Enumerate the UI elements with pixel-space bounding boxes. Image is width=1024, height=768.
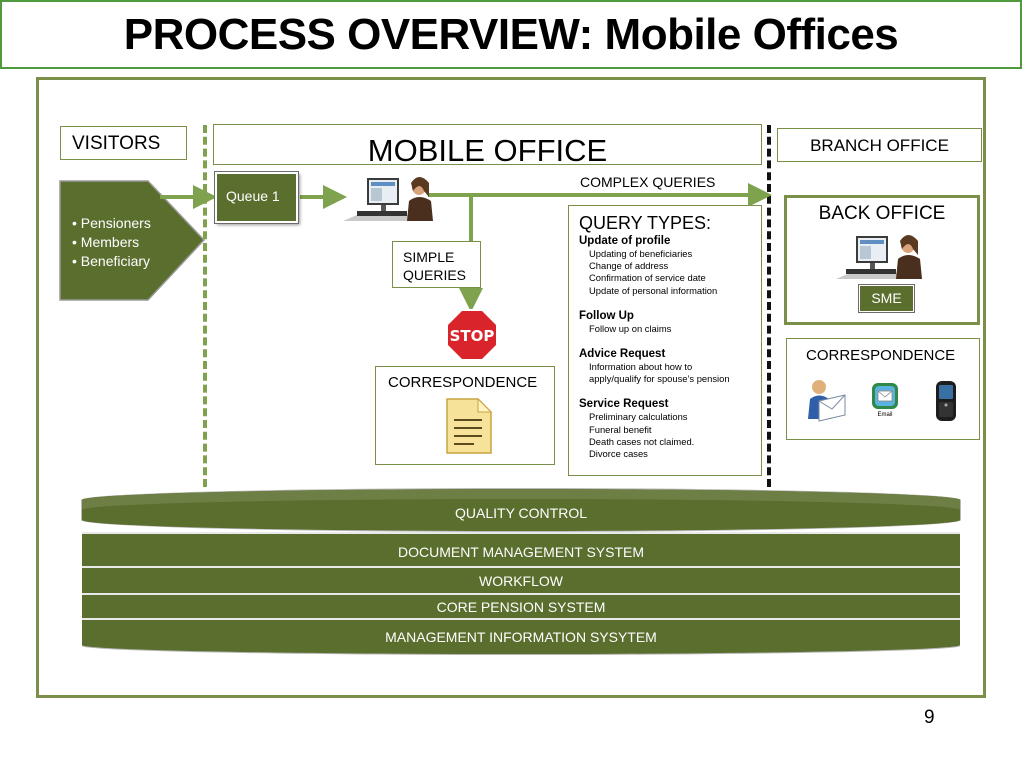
email-icon-label: Email: [877, 412, 893, 418]
title-box: PROCESS OVERVIEW: Mobile Offices: [0, 0, 1022, 69]
visitors-label: VISITORS: [60, 126, 187, 160]
layer-core-pension-system: CORE PENSION SYSTEM: [82, 593, 960, 618]
simple-queries-line1: SIMPLE: [403, 249, 455, 265]
visitor-item-members: • Members: [72, 234, 140, 250]
complex-queries-label: COMPLEX QUERIES: [580, 174, 716, 190]
query-group-heading: Service Request: [579, 398, 669, 411]
query-item: Death cases not claimed.: [589, 435, 695, 447]
visitor-types-list: • Pensioners • Members • Beneficiary: [72, 214, 151, 271]
branch-office-label: BRANCH OFFICE: [777, 128, 982, 162]
query-item: Preliminary calculations: [589, 411, 688, 423]
layer-label: CORE PENSION SYSTEM: [436, 599, 606, 615]
query-item: Confirmation of service date: [589, 272, 706, 284]
query-group-heading: Follow Up: [579, 309, 634, 322]
visitor-item-pensioners: • Pensioners: [72, 215, 151, 231]
layer-label: DOCUMENT MANAGEMENT SYSTEM: [397, 544, 645, 560]
simple-queries-line2: QUERIES: [403, 267, 467, 283]
query-item: Follow up on claims: [589, 322, 672, 334]
query-item: Information about how to: [589, 361, 693, 373]
simple-queries-box: SIMPLE QUERIES: [392, 241, 481, 288]
mail-person-icon: [808, 380, 846, 422]
page-title: PROCESS OVERVIEW: Mobile Offices: [123, 10, 899, 59]
layer-label: MANAGEMENT INFORMATION SYSYTEM: [385, 629, 657, 645]
query-item: Change of address: [589, 260, 669, 272]
sme-badge: SME: [859, 285, 914, 312]
branch-correspondence-label: CORRESPONDENCE: [806, 347, 956, 364]
visitors-pentagon-arrow: [59, 180, 206, 301]
document-icon: [446, 397, 493, 454]
stop-sign-icon: STOP: [446, 309, 498, 361]
layer-quality-control: QUALITY CONTROL: [82, 489, 960, 531]
query-item: Updating of beneficiaries: [589, 248, 693, 259]
email-icon: [872, 383, 898, 409]
layer-label: QUALITY CONTROL: [455, 505, 587, 521]
visitor-item-beneficiary: • Beneficiary: [72, 253, 151, 269]
mobile-correspondence-label: CORRESPONDENCE: [388, 374, 538, 391]
layer-document-management-system: DOCUMENT MANAGEMENT SYSTEM: [82, 532, 960, 566]
mobile-office-title: MOBILE OFFICE: [367, 133, 608, 168]
query-item: Update of personal information: [589, 284, 718, 296]
query-types-box: QUERY TYPES: Update of profile Updating …: [568, 205, 762, 476]
layer-management-information-system: MANAGEMENT INFORMATION SYSYTEM: [82, 618, 960, 654]
stop-sign-text: STOP: [450, 327, 495, 345]
query-group-heading: Update of profile: [579, 235, 671, 247]
query-item: apply/qualify for spouse’s pension: [589, 373, 730, 385]
visitors-separator-line: [203, 125, 207, 487]
mobile-office-label: MOBILE OFFICE: [213, 124, 762, 168]
query-item: Divorce cases: [589, 448, 648, 460]
queue-box: Queue 1: [215, 172, 298, 223]
back-office-label: BACK OFFICE: [818, 203, 946, 224]
query-types-title: QUERY TYPES:: [579, 213, 712, 233]
branch-separator-line: [767, 125, 771, 487]
query-item: Funeral benefit: [589, 423, 652, 435]
mobile-phone-icon: [936, 381, 956, 421]
layer-workflow: WORKFLOW: [82, 566, 960, 593]
back-office-officer-icon: [836, 235, 922, 279]
officer-at-computer-icon: [343, 177, 433, 221]
query-group-heading: Advice Request: [579, 348, 666, 361]
layer-label: WORKFLOW: [479, 573, 563, 589]
page-number: 9: [924, 707, 935, 728]
